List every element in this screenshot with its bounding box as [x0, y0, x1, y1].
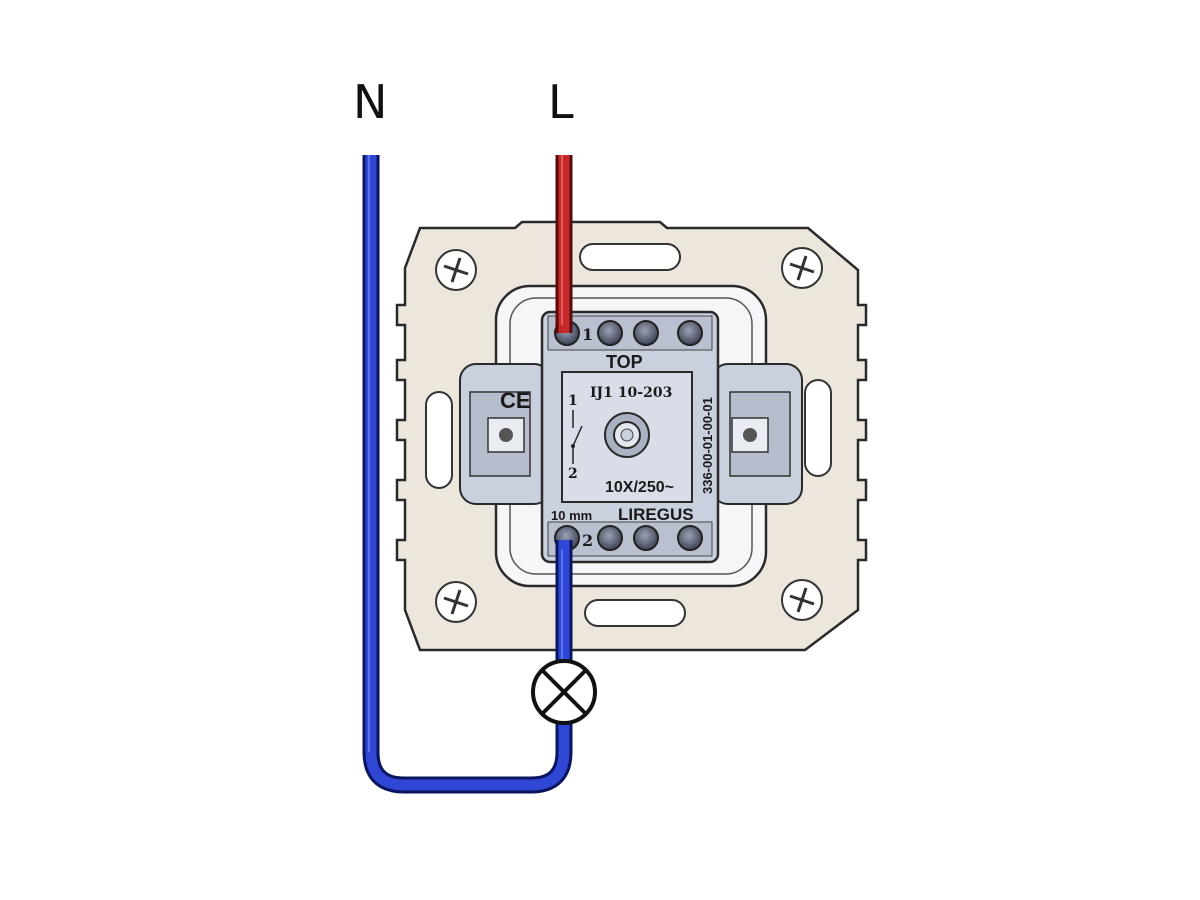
- clamp-right: [711, 363, 803, 505]
- rating-marking: 10X/250~: [605, 479, 674, 496]
- live-label: L: [548, 75, 574, 129]
- ce-mark: CE: [500, 388, 531, 413]
- lamp-symbol-icon: [531, 659, 597, 725]
- terminal-screws: [554, 320, 703, 551]
- brand-marking: LIREGUS: [618, 505, 694, 524]
- symbol-pin-1: 1: [568, 393, 578, 409]
- model-number: IJ1 10-203: [590, 385, 672, 401]
- corner-hole-top-right: [781, 247, 823, 289]
- neutral-label: N: [353, 75, 387, 129]
- corner-hole-bottom-left: [435, 581, 477, 623]
- corner-hole-top-left: [435, 249, 477, 291]
- top-marking: TOP: [606, 352, 643, 372]
- terminal-1-number: 1: [582, 325, 593, 344]
- strip-length-marking: 10 mm: [551, 508, 592, 523]
- part-number-marking: 336-00-01-00-01: [700, 397, 715, 494]
- symbol-pin-2: 2: [568, 466, 578, 482]
- center-bushing: [604, 412, 650, 458]
- terminal-2-number: 2: [582, 531, 593, 550]
- corner-hole-bottom-right: [781, 579, 823, 621]
- clamp-left: CE: [459, 363, 551, 505]
- switch-symbol-icon: 1 2: [568, 393, 583, 482]
